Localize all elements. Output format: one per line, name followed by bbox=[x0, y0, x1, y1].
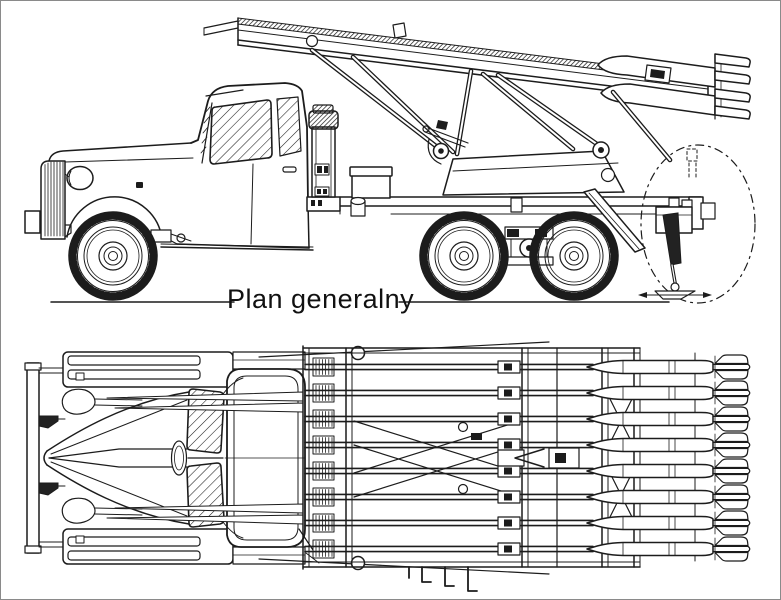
tow-hooks-plan bbox=[38, 415, 66, 496]
door-handle bbox=[282, 166, 297, 173]
headlight-top-plan bbox=[61, 388, 143, 415]
fuel-drum bbox=[350, 196, 366, 217]
front-bumper-plan bbox=[24, 362, 64, 554]
truck-body bbox=[24, 82, 393, 251]
stabilizer-jack bbox=[638, 197, 712, 300]
rocket-row bbox=[304, 484, 751, 510]
quarter-window bbox=[276, 96, 302, 157]
swing-arc bbox=[640, 144, 756, 304]
rail-stop-lug bbox=[392, 22, 407, 39]
rocket-row bbox=[304, 380, 751, 406]
hood-top bbox=[48, 142, 192, 162]
cross-bracing bbox=[353, 396, 634, 520]
rear-hooks bbox=[408, 566, 478, 592]
exhaust-stack bbox=[306, 104, 341, 212]
grille bbox=[40, 160, 66, 240]
mirror-arm bbox=[298, 528, 316, 554]
turntable-base bbox=[442, 150, 625, 196]
rear-wheel-2 bbox=[530, 212, 618, 300]
headlight-bottom-plan bbox=[61, 497, 143, 524]
rocket-rows-plan bbox=[304, 354, 751, 562]
front-fender bbox=[66, 196, 163, 240]
handrail-top bbox=[258, 341, 550, 358]
cab bbox=[160, 82, 314, 251]
stowed-jack-dashed bbox=[686, 148, 698, 179]
tow-hitch bbox=[700, 202, 716, 220]
headlight-side bbox=[64, 165, 94, 191]
rocket-row bbox=[304, 354, 751, 380]
sun-visor bbox=[205, 89, 244, 97]
plan-view bbox=[24, 341, 751, 592]
figure-caption: Plan generalny bbox=[227, 284, 414, 314]
door-window bbox=[209, 99, 273, 165]
fender-top-plan bbox=[62, 351, 234, 388]
rocket-row bbox=[304, 406, 751, 432]
elevation-screw bbox=[422, 120, 469, 148]
rocket-row bbox=[304, 536, 751, 562]
rocket-row bbox=[304, 510, 751, 536]
bed-side-top bbox=[232, 351, 306, 370]
front-bumper-side bbox=[24, 210, 41, 234]
rear-wheel-1 bbox=[420, 212, 508, 300]
door-seam bbox=[250, 163, 254, 245]
side-view bbox=[24, 17, 756, 304]
running-board bbox=[160, 246, 314, 251]
front-wheel bbox=[69, 212, 157, 300]
centre-fittings bbox=[457, 421, 580, 495]
fender-bottom-plan bbox=[62, 528, 234, 565]
toolbox bbox=[349, 166, 393, 199]
elevating-truss bbox=[309, 47, 673, 196]
bed-side-bottom bbox=[232, 546, 306, 565]
rocket-fins-side bbox=[714, 53, 751, 120]
windshield-edge-hatch bbox=[200, 106, 211, 154]
rockets-side bbox=[597, 53, 751, 120]
